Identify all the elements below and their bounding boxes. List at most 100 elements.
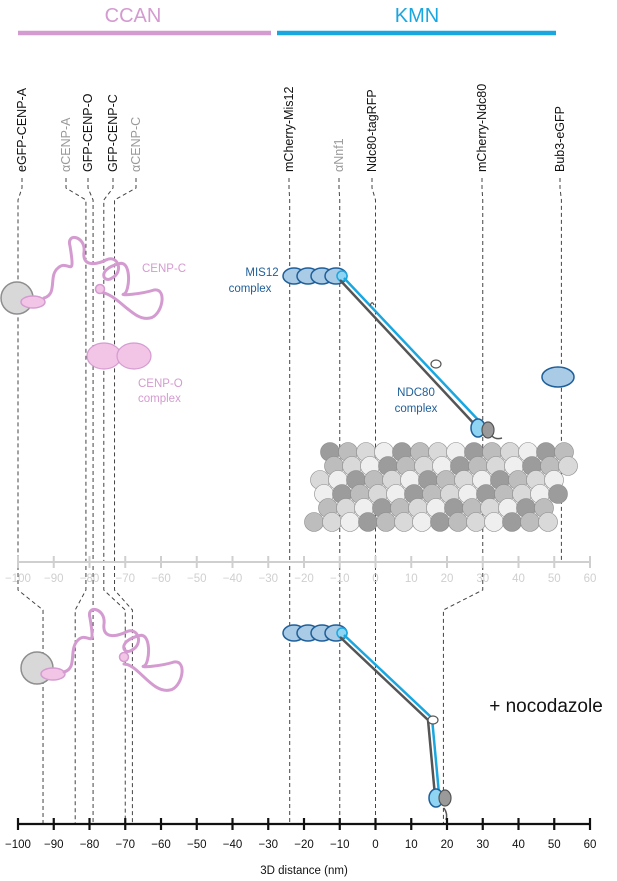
ndc80-loop [430, 359, 442, 369]
bottom-axis-tick-label: 40 [512, 839, 525, 851]
bottom-axis-tick-label: 30 [476, 839, 489, 851]
tubulin-subunit [484, 512, 504, 532]
bub3-blob [541, 366, 575, 388]
top-axis-tick-label: −40 [223, 573, 243, 585]
ndc80-tail [491, 435, 503, 440]
guide-bottom [114, 566, 133, 824]
tubulin-subunit [548, 484, 568, 504]
guide-top [65, 178, 87, 562]
tubulin-subunit [558, 456, 578, 476]
probe-label: GFP-CENP-C [106, 94, 120, 172]
probe-label: αNnf1 [332, 138, 346, 172]
tubulin-subunit [412, 512, 432, 532]
top-axis-tick-label: −20 [294, 573, 314, 585]
bottom-axis-tick-label: 60 [584, 839, 597, 851]
tubulin-subunit [538, 512, 558, 532]
top-axis-tick-label: 40 [512, 573, 525, 585]
probe-label: Bub3-eGFP [553, 106, 567, 172]
bottom-axis-tick-label: −10 [330, 839, 350, 851]
tubulin-subunit [466, 512, 486, 532]
mis12-complex [282, 267, 348, 285]
top-axis-tick-label: −90 [44, 573, 64, 585]
axis-title: 3D distance (nm) [260, 865, 348, 877]
tubulin-subunit [448, 512, 468, 532]
probe-label: αCENP-C [129, 117, 143, 172]
bottom-axis-tick-label: 10 [405, 839, 418, 851]
bottom-axis-tick-label: −20 [294, 839, 314, 851]
probe-label: mCherry-Mis12 [282, 87, 296, 172]
tubulin-subunit [340, 512, 360, 532]
top-axis-tick-label: −70 [115, 573, 135, 585]
ndc80-strand-noco [343, 634, 441, 795]
guide-top [87, 178, 94, 562]
nuf2-strand-noco [339, 636, 437, 797]
cenp-o-lobe-left [86, 342, 122, 370]
kmn-header: KMN [395, 5, 439, 27]
cenp-o-lobe-right [116, 342, 152, 370]
bottom-axis-tick-label: −90 [44, 839, 64, 851]
nuf2-strand [339, 279, 479, 429]
top-axis-tick-label: −60 [151, 573, 171, 585]
cenp-c-chain-noco [62, 608, 184, 692]
mis12-label-1: MIS12 [245, 267, 278, 279]
top-axis-tick-label: 20 [441, 573, 454, 585]
cenp-c-domain [94, 283, 106, 295]
guide-bottom [74, 566, 87, 824]
cenp-o-label-1: CENP-O [138, 378, 183, 390]
nuf2-head [481, 421, 495, 439]
top-axis-tick-label: 60 [584, 573, 597, 585]
ndc80-label-2: complex [395, 403, 438, 415]
cenp-a-tail-noco [40, 667, 66, 681]
tubulin-subunit [376, 512, 396, 532]
top-axis-tick-label: 0 [372, 573, 378, 585]
bottom-axis-tick-label: −70 [115, 839, 135, 851]
probe-label: αCENP-A [59, 117, 73, 172]
probe-label: mCherry-Ndc80 [475, 84, 489, 172]
bottom-axis-tick-label: −40 [223, 839, 243, 851]
top-axis-tick-label: 30 [476, 573, 489, 585]
top-axis-tick-label: −50 [187, 573, 207, 585]
nuf2-head-noco [438, 789, 452, 807]
cenp-c-label: CENP-C [142, 263, 186, 275]
tubulin-subunit [430, 512, 450, 532]
cenp-o-label-2: complex [138, 393, 181, 405]
top-axis-tick-label: 50 [548, 573, 561, 585]
ndc80-label-1: NDC80 [397, 387, 435, 399]
bottom-axis-tick-label: −30 [258, 839, 278, 851]
bottom-axis-tick-label: −60 [151, 839, 171, 851]
tubulin-subunit [394, 512, 414, 532]
bottom-axis-tick-label: 20 [441, 839, 454, 851]
guide-bottom [442, 566, 484, 824]
ndc80-hinge-mark [369, 302, 375, 307]
guide-bottom [17, 566, 44, 824]
guide-top [114, 178, 137, 562]
cenp-c-chain [42, 236, 164, 320]
bottom-axis-tick-label: −50 [187, 839, 207, 851]
guide-bottom [103, 566, 126, 824]
guide-top [481, 178, 484, 562]
top-axis-tick-label: −80 [80, 573, 100, 585]
top-axis-tick-label: 10 [405, 573, 418, 585]
top-cartoon: CENP-C CENP-O complex MIS12 complex NDC8… [0, 236, 578, 532]
ndc80-loop-noco [427, 715, 439, 725]
guide-top [371, 178, 376, 562]
guide-top [338, 178, 341, 562]
tubulin-subunit [358, 512, 378, 532]
top-axis-tick-label: −100 [5, 573, 31, 585]
microtubule-lattice [304, 442, 578, 532]
ccan-header: CCAN [105, 5, 162, 27]
guide-top [17, 178, 23, 562]
cenp-a-tail [20, 295, 46, 309]
tubulin-subunit [322, 512, 342, 532]
ndc80-strand [343, 277, 483, 425]
tubulin-subunit [502, 512, 522, 532]
tubulin-subunit [304, 512, 324, 532]
top-axis-tick-label: −30 [258, 573, 278, 585]
mis12-complex-noco [282, 624, 348, 642]
probe-label: Ndc80-tagRFP [365, 89, 379, 172]
bottom-axis-tick-label: 50 [548, 839, 561, 851]
